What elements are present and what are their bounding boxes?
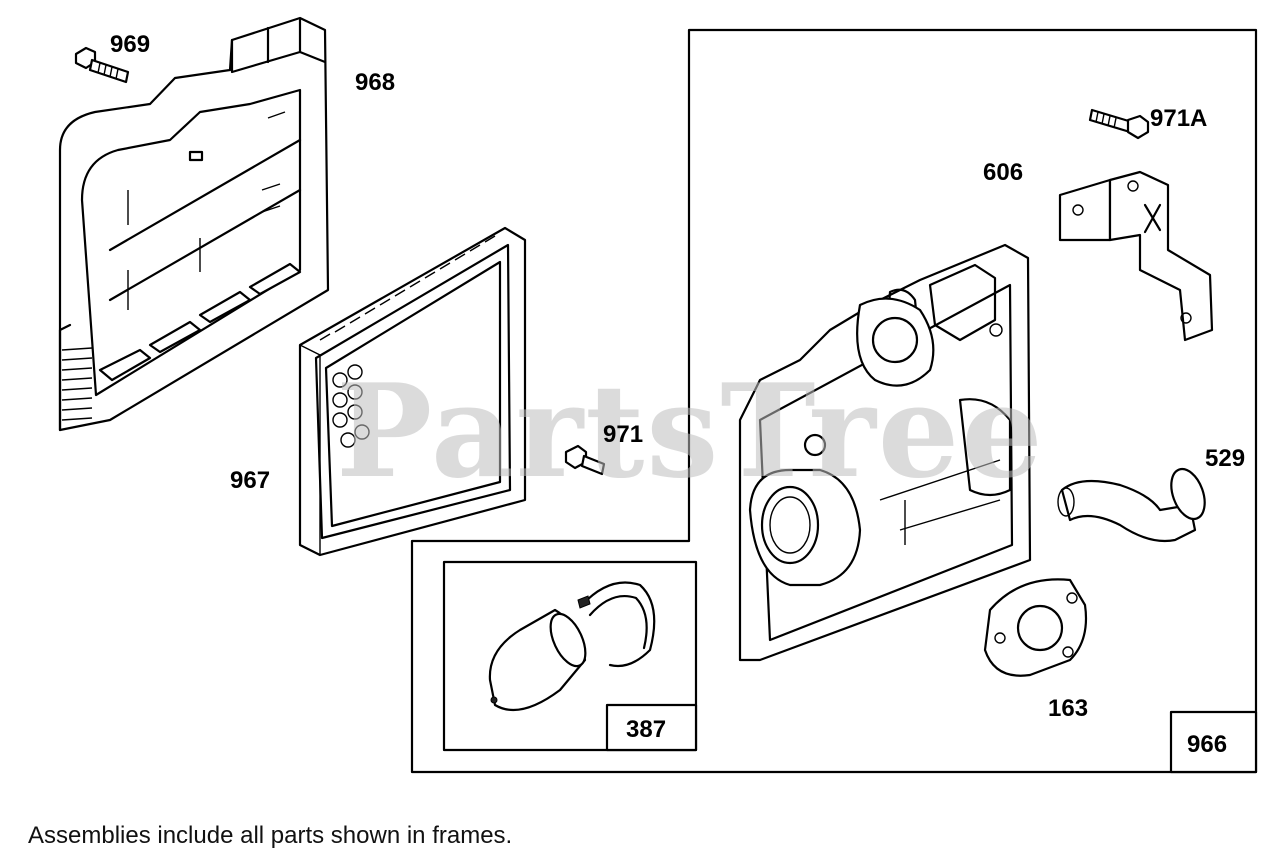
bracket-606-drawing [1058,170,1214,342]
gasket-163-drawing [983,578,1088,677]
label-967: 967 [230,467,270,494]
bolt-969-drawing [74,46,130,84]
filter-element-967-drawing [298,226,527,557]
filter-pleats [319,235,496,341]
bolt-971a-drawing [1088,108,1150,140]
elbow-tube-529-drawing [1057,467,1206,543]
assemblies-caption: Assemblies include all parts shown in fr… [28,822,513,849]
label-529: 529 [1205,445,1245,472]
watermark-text: PartsTree [336,357,1045,507]
frame-label-966: 966 [1187,731,1227,758]
label-163: 163 [1048,695,1088,722]
precleaner-387-drawing [488,581,656,712]
frame-label-387: 387 [626,716,666,743]
frame-966 [410,28,1258,774]
label-969: 969 [110,31,150,58]
filter-mesh [332,364,370,448]
label-971: 971 [603,421,643,448]
frame-387 [442,560,698,752]
housing-966-drawing [738,243,1032,662]
label-606: 606 [983,159,1023,186]
bolt-971-drawing [564,444,606,476]
label-968: 968 [355,69,395,96]
air-cleaner-base-968-drawing [58,16,330,432]
label-971a: 971A [1150,105,1207,132]
